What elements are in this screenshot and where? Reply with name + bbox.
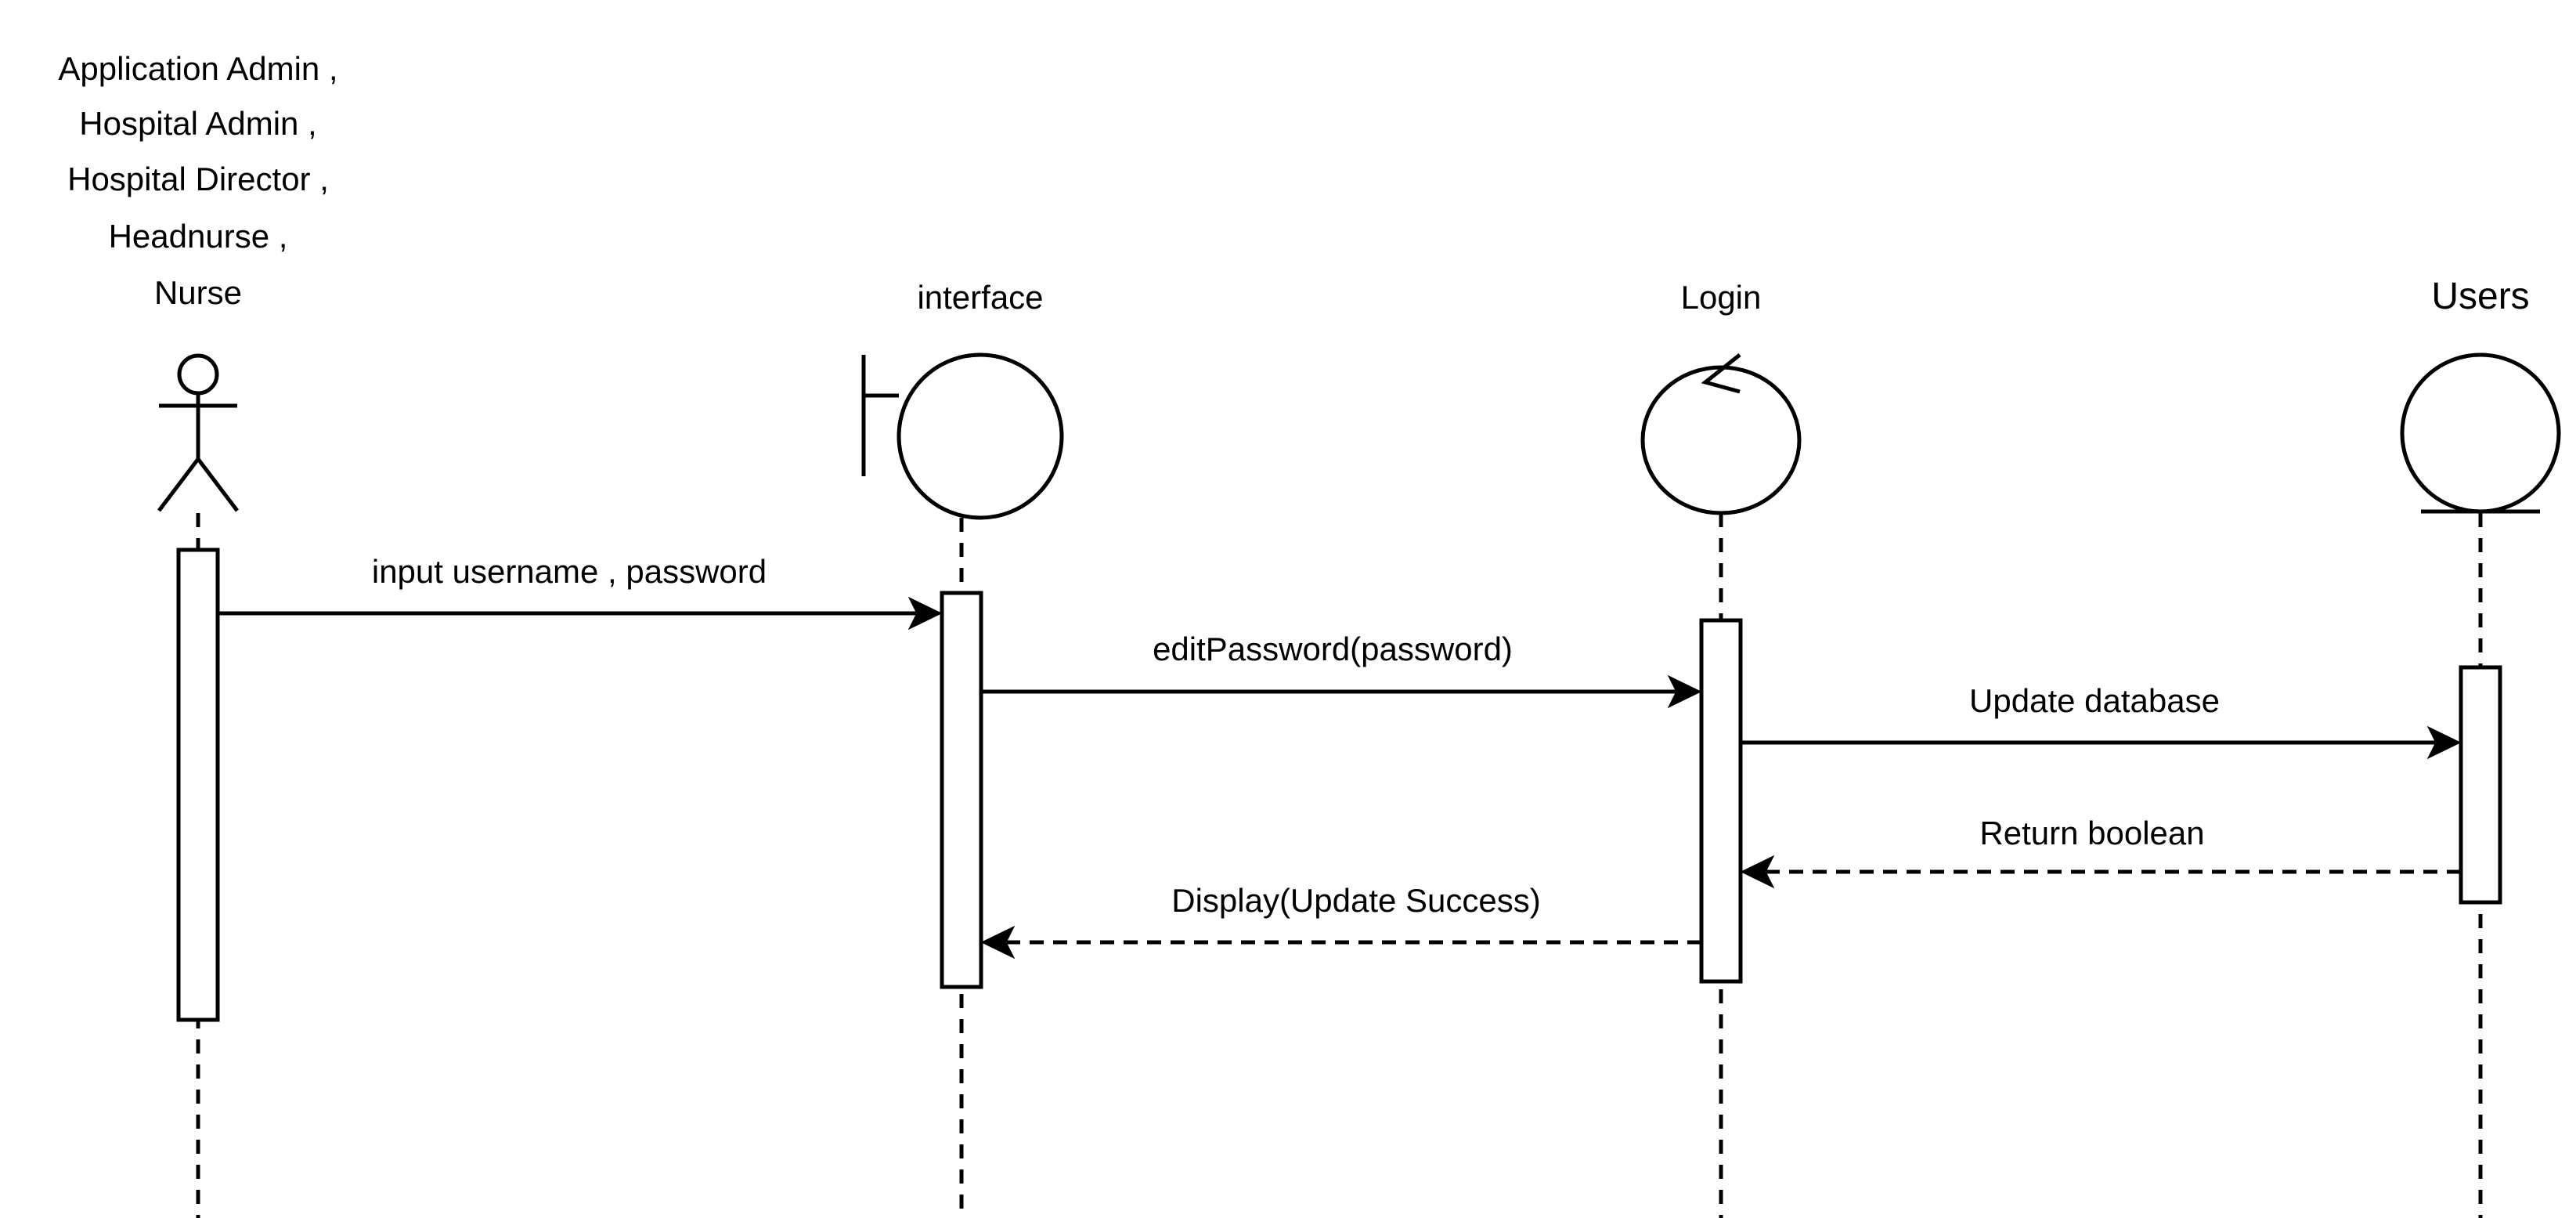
- interface-label: interface: [917, 279, 1043, 316]
- message-1-label: input username , password: [372, 553, 767, 590]
- message-1: input username , password: [218, 553, 943, 631]
- actor-group: Application Admin , Hospital Admin , Hos…: [58, 50, 338, 1218]
- message-2: editPassword(password): [981, 631, 1702, 709]
- message-5-arrowhead-icon: [980, 925, 1016, 960]
- boundary-icon: [861, 352, 1064, 520]
- actor-label-line-1: Application Admin ,: [58, 50, 337, 87]
- actor-label-line-3: Hospital Director ,: [67, 161, 329, 197]
- actor-label-line-4: Headnurse ,: [109, 218, 288, 255]
- actor-label-line-5: Nurse: [154, 274, 242, 311]
- message-4-arrowhead-icon: [1740, 855, 1775, 889]
- control-icon: [1640, 353, 1802, 515]
- message-5: Display(Update Success): [980, 882, 1701, 960]
- message-1-arrowhead-icon: [907, 596, 943, 631]
- message-4: Return boolean: [1740, 815, 2461, 889]
- actor-activation-bar: [176, 548, 220, 1022]
- actor-stick-figure-icon: [157, 353, 239, 512]
- users-label: Users: [2431, 276, 2529, 317]
- users-activation-bar: [2459, 665, 2502, 905]
- message-3-label: Update database: [1969, 682, 2220, 719]
- actor-label-line-2: Hospital Admin ,: [79, 105, 316, 142]
- message-3: Update database: [1741, 682, 2462, 760]
- login-participant: Login: [1640, 279, 1802, 1218]
- message-3-arrowhead-icon: [2426, 725, 2462, 760]
- message-4-label: Return boolean: [1979, 815, 2204, 851]
- message-5-label: Display(Update Success): [1171, 882, 1541, 919]
- message-2-arrowhead-icon: [1667, 674, 1702, 709]
- message-2-label: editPassword(password): [1153, 631, 1513, 667]
- interface-participant: interface: [861, 279, 1064, 1218]
- interface-activation-bar: [940, 591, 983, 989]
- users-participant: Users: [2400, 276, 2561, 1218]
- entity-icon: [2400, 352, 2561, 514]
- login-activation-bar: [1699, 618, 1743, 984]
- login-label: Login: [1681, 279, 1762, 316]
